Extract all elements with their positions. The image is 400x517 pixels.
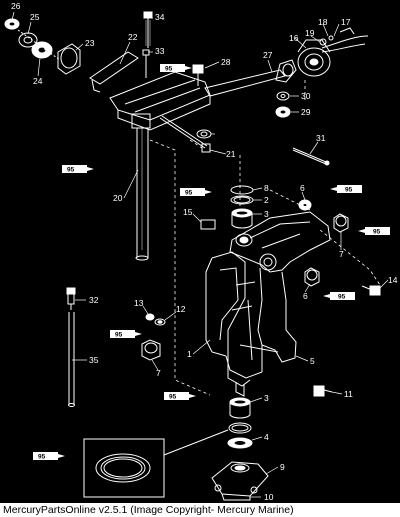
- callout-label: 29: [301, 107, 311, 117]
- fitting-rod-left: [66, 287, 76, 407]
- callout-label: 18: [318, 17, 328, 27]
- grease-tube-markers: [33, 64, 390, 460]
- bushing-set-upper: [230, 185, 254, 229]
- callout-label: 32: [89, 295, 99, 305]
- bolt-33: [142, 49, 150, 78]
- callout-label: 6: [303, 291, 308, 301]
- callout-label: 24: [33, 76, 43, 86]
- bushings-right: [298, 199, 349, 287]
- callout-label: 3: [264, 209, 269, 219]
- screw-washer-13-12: [145, 313, 166, 326]
- callout-label: 15: [183, 207, 193, 217]
- grease-label: 95: [185, 190, 193, 197]
- grease-label: 95: [338, 294, 346, 301]
- callout-label: 25: [30, 12, 40, 22]
- callout-label: 22: [128, 32, 138, 42]
- inset-seal-detail: [83, 429, 229, 498]
- footer-bar: MercuryPartsOnline v2.5.1 (Image Copyrig…: [0, 503, 400, 517]
- callout-label: 13: [134, 298, 144, 308]
- stud-34: [143, 11, 153, 48]
- grease-label: 95: [115, 332, 123, 339]
- bushing-set-lower: [227, 397, 253, 449]
- callout-label: 6: [300, 183, 305, 193]
- callout-label: 19: [305, 28, 315, 38]
- callout-label: 27: [263, 50, 273, 60]
- bolt-14: [361, 285, 381, 296]
- grease-label: 95: [345, 187, 353, 194]
- callout-label: 10: [264, 492, 274, 502]
- callout-label: 2: [264, 195, 269, 205]
- washers-right: [275, 91, 291, 118]
- callout-label: 7: [339, 249, 344, 259]
- callout-label: 35: [89, 355, 99, 365]
- callout-label: 21: [226, 149, 236, 159]
- callout-label: 28: [221, 57, 231, 67]
- callout-label: 17: [341, 17, 351, 27]
- callout-numbers: 26 25 24 23 22 34 33 28 27 16 19 18 17 3…: [11, 1, 398, 502]
- callout-label: 12: [176, 304, 186, 314]
- callout-label: 23: [85, 38, 95, 48]
- swivel-bracket-casting: [205, 211, 331, 397]
- image-caption: MercuryPartsOnline v2.5.1 (Image Copyrig…: [3, 504, 294, 516]
- plug-15: [200, 219, 216, 230]
- callout-label: 5: [310, 356, 315, 366]
- callout-label: 20: [113, 193, 123, 203]
- callout-label: 7: [156, 368, 161, 378]
- leader-lines: [11, 11, 389, 498]
- callout-label: 1: [187, 349, 192, 359]
- callout-label: 3: [264, 393, 269, 403]
- callout-label: 4: [264, 432, 269, 442]
- callout-label: 11: [344, 389, 353, 399]
- grease-label: 95: [373, 229, 381, 236]
- callout-label: 14: [388, 275, 398, 285]
- grease-label: 95: [38, 454, 46, 461]
- grease-label: 95: [169, 394, 177, 401]
- grease-label: 95: [165, 66, 173, 73]
- pin-31: [292, 147, 330, 166]
- grease-label: 95: [67, 167, 75, 174]
- callout-label: 33: [155, 46, 165, 56]
- callout-label: 26: [11, 1, 21, 11]
- washer-stack: [4, 18, 81, 75]
- assembly-guides: [149, 80, 381, 396]
- bushing-left: [141, 339, 161, 361]
- rod-21: [159, 115, 212, 153]
- callout-label: 34: [155, 12, 165, 22]
- trim-sender: [297, 27, 369, 77]
- callout-label: 9: [280, 462, 285, 472]
- callout-label: 16: [289, 33, 299, 43]
- callout-label: 30: [301, 91, 311, 101]
- bolt-11: [313, 385, 333, 397]
- callout-label: 8: [264, 183, 269, 193]
- exploded-parts-diagram: 95 95 95 95 95 95 95 95 95 26 25 24 23 2…: [4, 1, 398, 502]
- grease-tube-labels: 95 95 95 95 95 95 95 95 95: [38, 66, 381, 461]
- steering-tube: [131, 113, 151, 261]
- steering-link: [192, 59, 297, 97]
- lower-swivel-bracket: [211, 461, 269, 501]
- callout-label: 31: [316, 133, 326, 143]
